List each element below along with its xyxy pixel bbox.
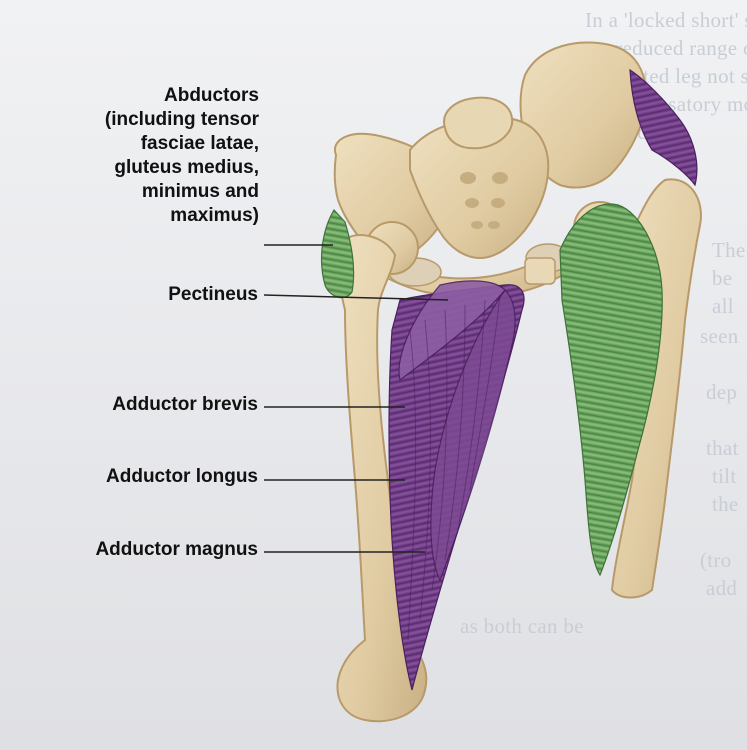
label-pectineus: Pectineus — [168, 283, 258, 307]
label-adductor-longus: Adductor longus — [106, 465, 258, 489]
label-abductors-line: Abductors — [105, 84, 259, 108]
label-abductors-line: maximus) — [105, 204, 259, 228]
label-abductors-line: gluteus medius, — [105, 156, 259, 180]
label-adductor-brevis: Adductor brevis — [112, 393, 258, 417]
label-adductor-magnus: Adductor magnus — [95, 538, 258, 562]
pubic-symphysis — [525, 258, 555, 284]
label-abductors: Abductors (including tensor fasciae lata… — [105, 84, 259, 228]
label-abductors-line: minimus and — [105, 180, 259, 204]
label-abductors-line: fasciae latae, — [105, 132, 259, 156]
label-abductors-line: (including tensor — [105, 108, 259, 132]
